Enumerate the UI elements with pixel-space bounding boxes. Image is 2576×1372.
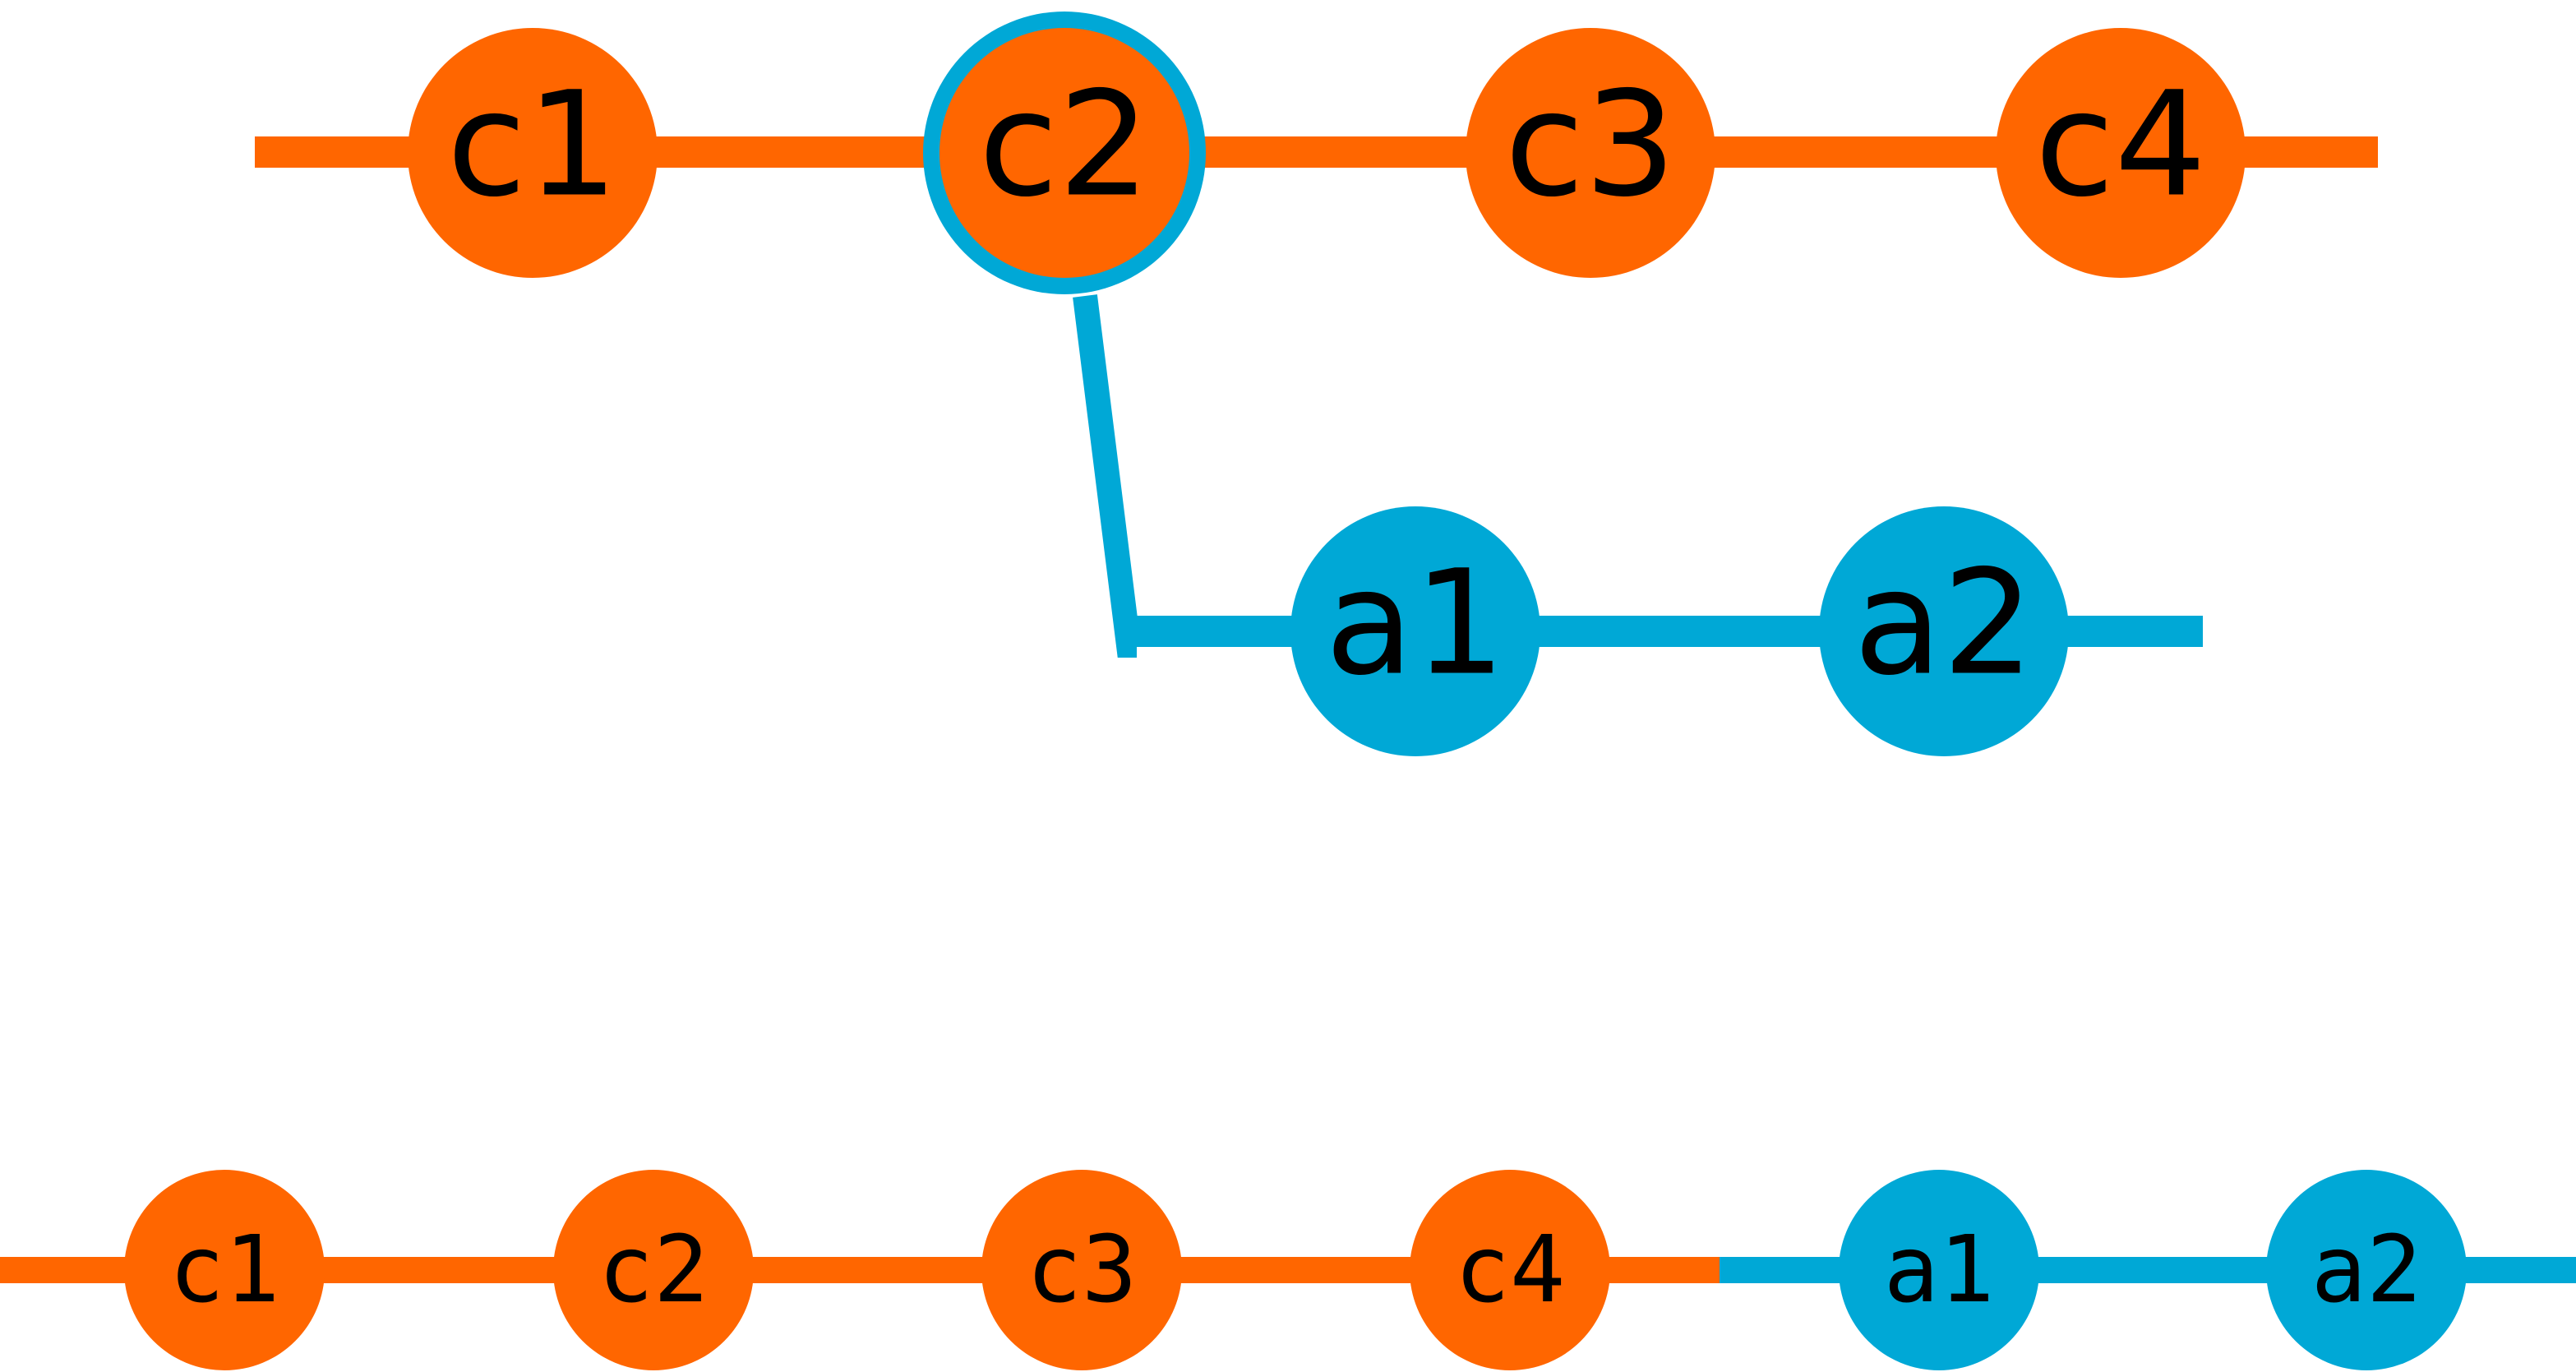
commit-node [553, 1170, 754, 1370]
top-commit-a2[interactable]: a2 [1819, 506, 2069, 756]
bottom-commit-c2[interactable]: c2 [553, 1170, 754, 1370]
commit-label: c1 [447, 61, 619, 229]
commit-node [1290, 506, 1540, 756]
bottom-commit-a1[interactable]: a1 [1839, 1170, 2039, 1370]
top-commit-c2[interactable]: c2 [939, 28, 1189, 278]
top-commit-c1[interactable]: c1 [408, 28, 658, 278]
commit-label: c2 [979, 61, 1151, 229]
commit-node [1839, 1170, 2039, 1370]
commit-label: c1 [169, 1217, 280, 1323]
commit-node [939, 28, 1189, 278]
bottom-commit-c4[interactable]: c4 [1410, 1170, 1610, 1370]
commit-label: c4 [2035, 61, 2207, 229]
commit-node [1996, 28, 2246, 278]
commit-label: c3 [1027, 1217, 1138, 1323]
bottom-commit-c3[interactable]: c3 [981, 1170, 1182, 1370]
commit-node [408, 28, 658, 278]
bottom-commit-a2[interactable]: a2 [2266, 1170, 2467, 1370]
commit-label: c3 [1505, 61, 1677, 229]
feature-branch-connector [1073, 294, 1141, 658]
commit-node [1410, 1170, 1610, 1370]
commit-label: c4 [1455, 1217, 1566, 1323]
commit-label: a1 [1325, 539, 1506, 708]
bottom-commit-c1[interactable]: c1 [124, 1170, 325, 1370]
top-commit-c3[interactable]: c3 [1466, 28, 1715, 278]
commit-label: c2 [598, 1217, 709, 1323]
commit-node [1466, 28, 1715, 278]
top-commit-c4[interactable]: c4 [1996, 28, 2246, 278]
commit-node [124, 1170, 325, 1370]
commit-node [1819, 506, 2069, 756]
commit-label: a2 [1854, 539, 2034, 708]
commit-label: a2 [2311, 1217, 2422, 1323]
top-commit-a1[interactable]: a1 [1290, 506, 1540, 756]
commit-node [981, 1170, 1182, 1370]
commit-node [2266, 1170, 2467, 1370]
commit-label: a1 [1884, 1217, 1995, 1323]
